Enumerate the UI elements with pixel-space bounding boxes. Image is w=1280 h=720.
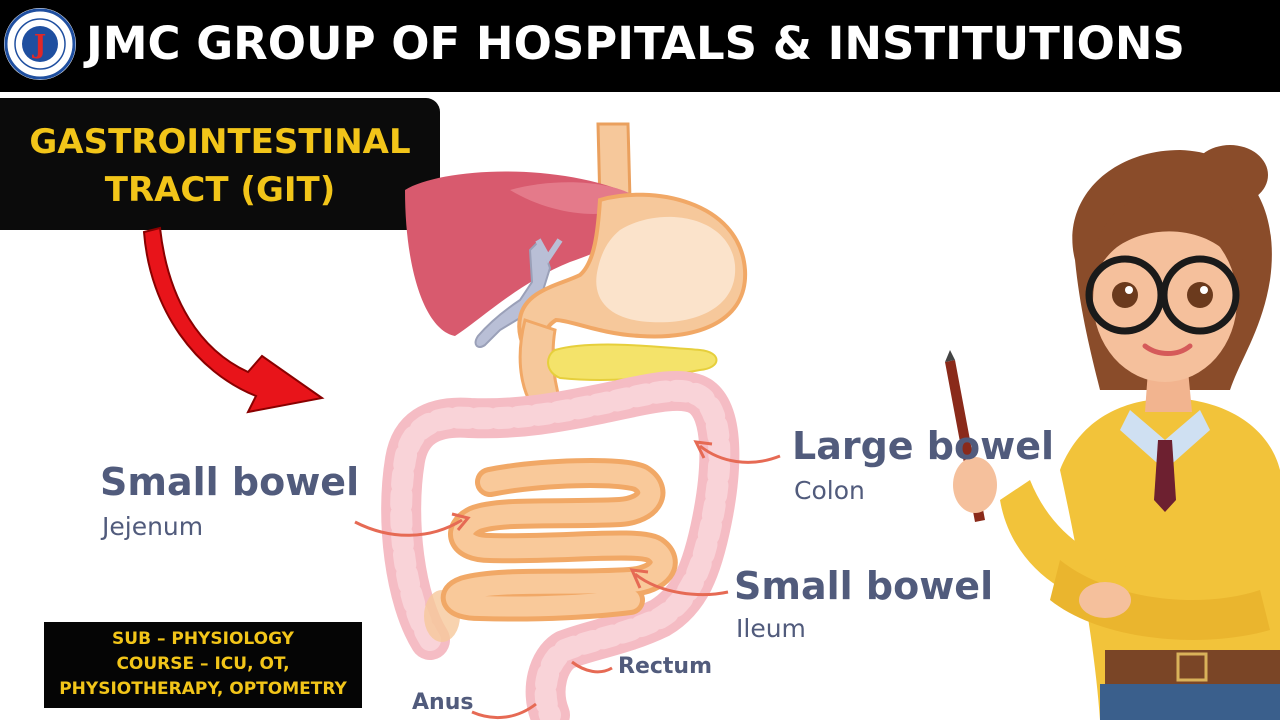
- presenter-illustration: [945, 145, 1280, 720]
- info-subject: SUB – PHYSIOLOGY: [112, 629, 294, 649]
- curved-red-arrow-icon: [142, 226, 325, 414]
- info-programs: PHYSIOTHERAPY, OPTOMETRY: [59, 679, 347, 699]
- label-colon: Colon: [794, 476, 865, 505]
- topic-title-line2: TRACT (GIT): [104, 170, 336, 210]
- label-anus: Anus: [412, 690, 474, 715]
- label-small-bowel-ileum: Small bowel: [734, 564, 994, 608]
- label-ileum: Ileum: [736, 614, 806, 643]
- logo-letter: J: [32, 30, 46, 60]
- page-title: JMC GROUP OF HOSPITALS & INSTITUTIONS: [86, 17, 1185, 70]
- label-jejunum: Jejenum: [102, 512, 204, 541]
- topic-banner: [0, 98, 440, 230]
- label-large-bowel: Large bowel: [792, 424, 1055, 468]
- hospital-logo-icon: J: [4, 8, 76, 80]
- label-rectum: Rectum: [618, 654, 713, 679]
- gallbladder: [474, 238, 552, 348]
- header-bar: [0, 0, 1280, 92]
- label-small-bowel-jejunum: Small bowel: [100, 460, 360, 504]
- small-intestine: [440, 458, 678, 622]
- course-info-box: [44, 622, 362, 708]
- info-course: COURSE – ICU, OT,: [116, 654, 290, 674]
- label-pointer-arrows: [354, 440, 781, 719]
- topic-title-line1: GASTROINTESTINAL: [29, 122, 411, 162]
- glasses-icon: [1085, 255, 1240, 335]
